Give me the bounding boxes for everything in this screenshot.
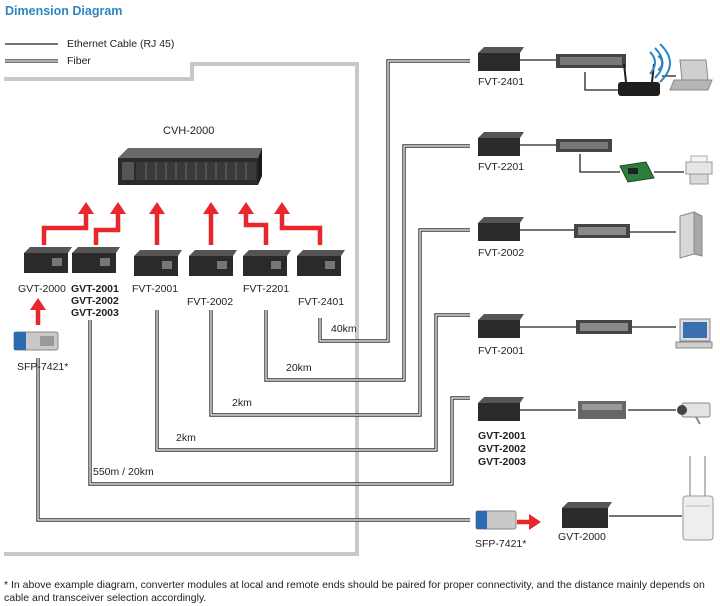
legend-fiber-label: Fiber — [67, 55, 91, 67]
chassis-label: CVH-2000 — [163, 125, 215, 137]
switch-devices — [556, 54, 632, 419]
diagram-title: Dimension Diagram — [5, 4, 123, 18]
desktop-pc-icon — [675, 318, 713, 349]
outdoor-ap-icon — [682, 456, 714, 541]
remote-gvt2000-label: GVT-2000 — [558, 531, 606, 543]
legend-ethernet-label: Ethernet Cable (RJ 45) — [67, 38, 175, 50]
laptop-icon — [669, 59, 713, 91]
local-gvt2003-label: GVT-2003 — [71, 307, 119, 319]
local-gvt2002-label: GVT-2002 — [71, 295, 119, 307]
red-arrows — [35, 212, 531, 525]
pc-tower-icon — [679, 211, 703, 259]
local-gvt2000-label: GVT-2000 — [18, 283, 66, 295]
local-enclosure — [4, 62, 359, 556]
remote-sfp — [475, 510, 517, 530]
footnote: * In above example diagram, converter mo… — [4, 579, 705, 604]
remote-gvt2003-label: GVT-2003 — [478, 456, 526, 468]
local-fvt2401-label: FVT-2401 — [298, 296, 345, 308]
remote-fvt2201-label: FVT-2201 — [478, 161, 525, 173]
local-sfp — [13, 331, 59, 351]
local-fvt2001-label: FVT-2001 — [132, 283, 179, 295]
remote-fvt2001-label: FVT-2001 — [478, 345, 525, 357]
remote-fvt2002-label: FVT-2002 — [478, 247, 525, 259]
arrow-heads — [30, 202, 541, 530]
remote-sfp-label: SFP-7421* — [475, 538, 527, 550]
remote-gvt2001-label: GVT-2001 — [478, 430, 526, 442]
print-server-icon — [619, 161, 655, 183]
printer-icon — [685, 155, 713, 185]
local-converters — [24, 247, 345, 276]
local-fvt2201-label: FVT-2201 — [243, 283, 290, 295]
local-gvt2001-label: GVT-2001 — [71, 283, 119, 295]
router-icon — [618, 43, 671, 96]
local-fvt2002-label: FVT-2002 — [187, 296, 234, 308]
distance-20km: 20km — [286, 362, 312, 374]
chassis-image — [118, 148, 262, 185]
remote-fvt2401-label: FVT-2401 — [478, 76, 525, 88]
distance-2km-b: 2km — [176, 432, 196, 444]
distance-2km-a: 2km — [232, 397, 252, 409]
remote-gvt2002-label: GVT-2002 — [478, 443, 526, 455]
ip-camera-icon — [677, 402, 711, 425]
ethernet-links — [520, 59, 684, 517]
distance-40km: 40km — [331, 323, 357, 335]
remote-converters — [478, 47, 612, 528]
fiber-links — [36, 59, 470, 522]
local-sfp-label: SFP-7421* — [17, 361, 69, 373]
distance-550m-20km: 550m / 20km — [93, 466, 154, 478]
